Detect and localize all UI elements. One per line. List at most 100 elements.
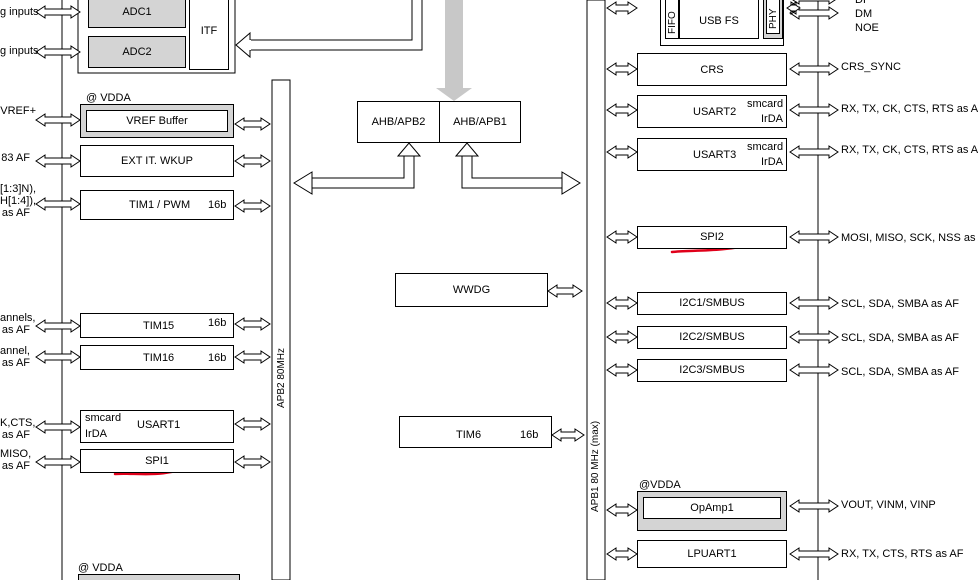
- spi2-label: SPI2: [700, 231, 724, 243]
- tim1-bits: 16b: [208, 199, 227, 211]
- ahb-apb-bridge: AHB/APB2 AHB/APB1: [357, 101, 521, 143]
- wwdg-label: WWDG: [452, 284, 491, 296]
- i2c2-label: I2C2/SMBUS: [679, 331, 745, 343]
- phy-outer: PHY: [763, 0, 783, 39]
- i2c1-block: I2C1/SMBUS: [637, 292, 787, 315]
- arrow-spi1-io: [35, 455, 81, 469]
- arrow-usb-apb1: [606, 1, 638, 15]
- tim16-label: TIM16: [143, 352, 175, 364]
- i2c2-signals: SCL, SDA, SMBA as AF: [841, 332, 959, 344]
- apb2-bus-label: APB2 80MHz: [276, 347, 287, 408]
- crs-label: CRS: [700, 64, 724, 76]
- arrow-tim6-apb1: [551, 428, 585, 442]
- apb1-bus-label: APB1 80 MHz (max): [590, 420, 601, 512]
- arrow-i2c3-sig: [789, 363, 839, 377]
- usart1-label-a: K,CTS,: [0, 417, 36, 429]
- spi2-block: SPI2: [637, 226, 787, 249]
- fifo-label: FIFO: [667, 11, 678, 34]
- arrow-ext-it-io: [35, 154, 81, 168]
- usart3-block: USART3 smcard IrDA: [637, 138, 787, 171]
- usart2-block: USART2 smcard IrDA: [637, 95, 787, 128]
- arrow-lpuart1-sig: [789, 547, 839, 561]
- adc1-block: ADC1: [88, 0, 186, 28]
- arrow-phy-out: [786, 1, 801, 15]
- adc2-block: ADC2: [88, 36, 186, 68]
- arrow-opamp1-apb1: [606, 503, 638, 517]
- usart2-irda: IrDA: [761, 113, 783, 125]
- tim1-label: TIM1 / PWM: [129, 199, 191, 211]
- analog-inputs-label-2: g inputs: [0, 45, 39, 57]
- arrow-tim1-io: [35, 197, 81, 211]
- usart1-block: smcard IrDA USART1: [80, 410, 234, 443]
- tim16-block: TIM16 16b: [80, 345, 234, 370]
- arrow-tim1-apb2: [234, 199, 271, 213]
- usart1-smcard: smcard: [85, 412, 122, 424]
- i2c1-signals: SCL, SDA, SMBA as AF: [841, 298, 959, 310]
- spi1-block: SPI1: [80, 449, 234, 473]
- phy-label: PHY: [768, 8, 779, 29]
- usb-noe-signal: NOE: [855, 22, 879, 34]
- vdda-label-1: @ VDDA: [86, 92, 131, 104]
- arrow-usart2-apb1: [606, 103, 638, 117]
- ahb-apb1-label: AHB/APB1: [453, 116, 507, 128]
- i2c3-label: I2C3/SMBUS: [679, 364, 745, 376]
- spi1-label-b: as AF: [1, 460, 30, 472]
- spi2-signals: MOSI, MISO, SCK, NSS as AF: [841, 232, 978, 244]
- usart3-signals: RX, TX, CK, CTS, RTS as AF: [841, 144, 978, 156]
- arrow-adc2-io: [35, 45, 81, 59]
- arrow-crs-sync: [789, 62, 839, 76]
- spi1-label: SPI1: [145, 455, 169, 467]
- tim15-label-b: as AF: [1, 324, 30, 336]
- arrow-tim15-io: [35, 319, 81, 333]
- opamp1-block: OpAmp1: [643, 497, 781, 519]
- arrow-vref-io: [35, 113, 81, 127]
- i2c1-label: I2C1/SMBUS: [679, 297, 745, 309]
- ext-it-label: EXT IT. WKUP: [121, 155, 193, 167]
- af83-label: 83 AF: [1, 152, 30, 164]
- vref-buffer-block: VREF Buffer: [86, 110, 228, 132]
- i2c3-signals: SCL, SDA, SMBA as AF: [841, 366, 959, 378]
- usart2-label: USART2: [693, 106, 737, 118]
- fifo-block: FIFO: [665, 0, 679, 39]
- tim15-label: TIM15: [143, 320, 175, 332]
- tim1-label-b: H[1:4]),: [0, 195, 37, 207]
- bottom-analog-block: [78, 574, 240, 580]
- usb-fs-block: USB FS: [679, 0, 759, 39]
- usb-fs-label: USB FS: [699, 15, 739, 27]
- analog-inputs-label-1: g inputs: [0, 6, 39, 18]
- usart3-smcard: smcard: [747, 141, 784, 153]
- tim15-bits: 16b: [208, 317, 227, 329]
- arrow-wwdg-apb1: [547, 284, 583, 298]
- arrow-spi1-apb2: [234, 455, 271, 469]
- tim1-label-c: as AF: [1, 207, 30, 219]
- arrow-tim15-apb2: [234, 317, 271, 331]
- arrow-ext-it-apb2: [234, 154, 271, 168]
- usb-dm-signal: DM: [855, 8, 873, 20]
- lpuart1-block: LPUART1: [637, 540, 787, 568]
- usart1-irda: IrDA: [85, 428, 107, 440]
- arrow-usart3-apb1: [606, 145, 638, 159]
- ext-it-block: EXT IT. WKUP: [80, 145, 234, 177]
- usart2-smcard: smcard: [747, 98, 784, 110]
- opamp1-label: OpAmp1: [690, 502, 734, 514]
- tim16-bits: 16b: [208, 352, 227, 364]
- tim15-label-a: annels,: [0, 312, 36, 324]
- tim15-block: TIM15 16b: [80, 313, 234, 338]
- itf-block: ITF: [189, 0, 229, 70]
- arrow-adc1-io: [35, 5, 81, 19]
- arrow-vref-apb2: [234, 117, 271, 131]
- arrow-usart1-apb2: [234, 417, 271, 431]
- arrow-i2c3-apb1: [606, 363, 638, 377]
- arrow-i2c1-sig: [789, 296, 839, 310]
- arrow-lpuart1-apb1: [606, 547, 638, 561]
- arrow-tim16-apb2: [234, 350, 271, 364]
- bidirectional-arrows: [35, 0, 839, 561]
- arrow-i2c2-apb1: [606, 330, 638, 344]
- arrow-usart3-sig: [789, 145, 839, 159]
- ahb-apb2-label: AHB/APB2: [371, 116, 426, 128]
- usart2-signals: RX, TX, CK, CTS, RTS as AF: [841, 103, 978, 115]
- usart1-label-b: as AF: [1, 429, 30, 441]
- tim1-label-a: [1:3]N),: [0, 183, 37, 195]
- wwdg-block: WWDG: [395, 273, 548, 307]
